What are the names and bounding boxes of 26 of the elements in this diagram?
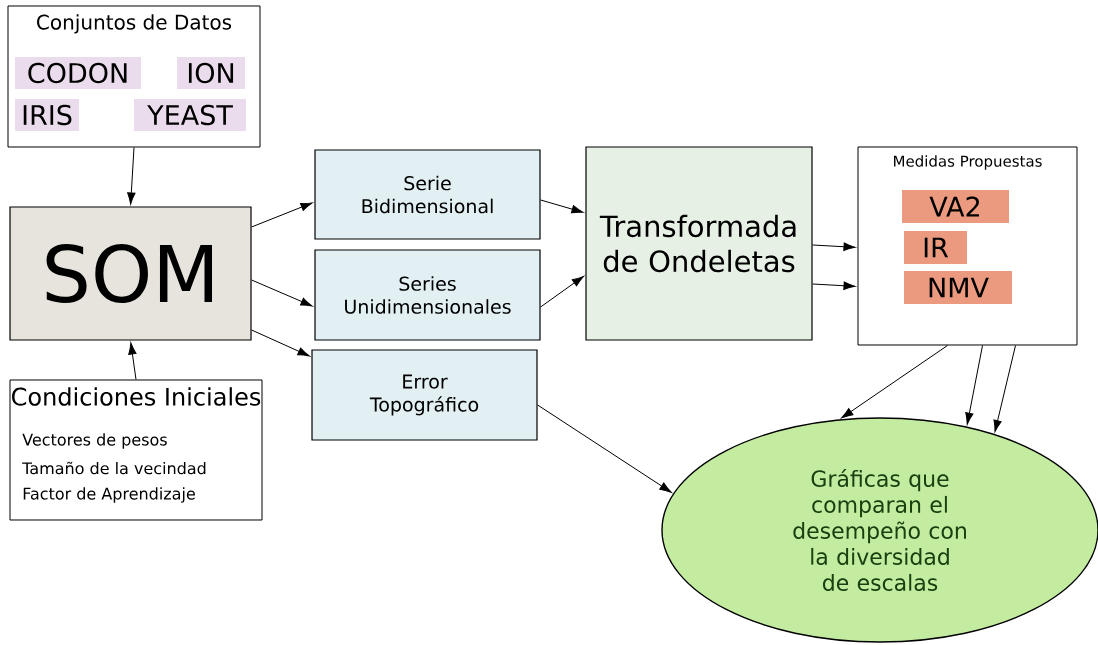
- dataset-tag: YEAST: [134, 99, 246, 131]
- arrow: [251, 279, 313, 307]
- dataset-tag: IRIS: [15, 99, 79, 131]
- conditions-box: Condiciones Iniciales Vectores de pesos Tamaño de la vecindad Factor de Aprendizaje: [9, 379, 263, 521]
- arrow: [128, 342, 137, 380]
- measure-tag: VA2: [902, 190, 1009, 223]
- arrow: [540, 199, 584, 214]
- arrow: [251, 329, 310, 357]
- arrow: [127, 147, 136, 205]
- dataset-tag: CODON: [15, 57, 141, 89]
- process-box: Error Topográfico: [311, 349, 538, 441]
- arrow: [812, 281, 856, 290]
- arrow: [812, 242, 856, 251]
- arrow: [841, 345, 948, 419]
- dataset-tag: ION: [177, 57, 245, 89]
- arrow: [540, 275, 584, 308]
- arrow: [537, 404, 672, 493]
- arrow: [965, 345, 983, 425]
- measure-tag: NMV: [904, 271, 1012, 304]
- arrow: [993, 345, 1016, 433]
- process-box: Series Unidimensionales: [314, 249, 541, 341]
- process-box: Serie Bidimensional: [314, 149, 541, 240]
- process-box: Transformada de Ondeletas: [585, 146, 813, 341]
- process-box: SOM: [9, 206, 252, 341]
- measure-tag: IR: [904, 231, 967, 264]
- arrow: [251, 202, 313, 228]
